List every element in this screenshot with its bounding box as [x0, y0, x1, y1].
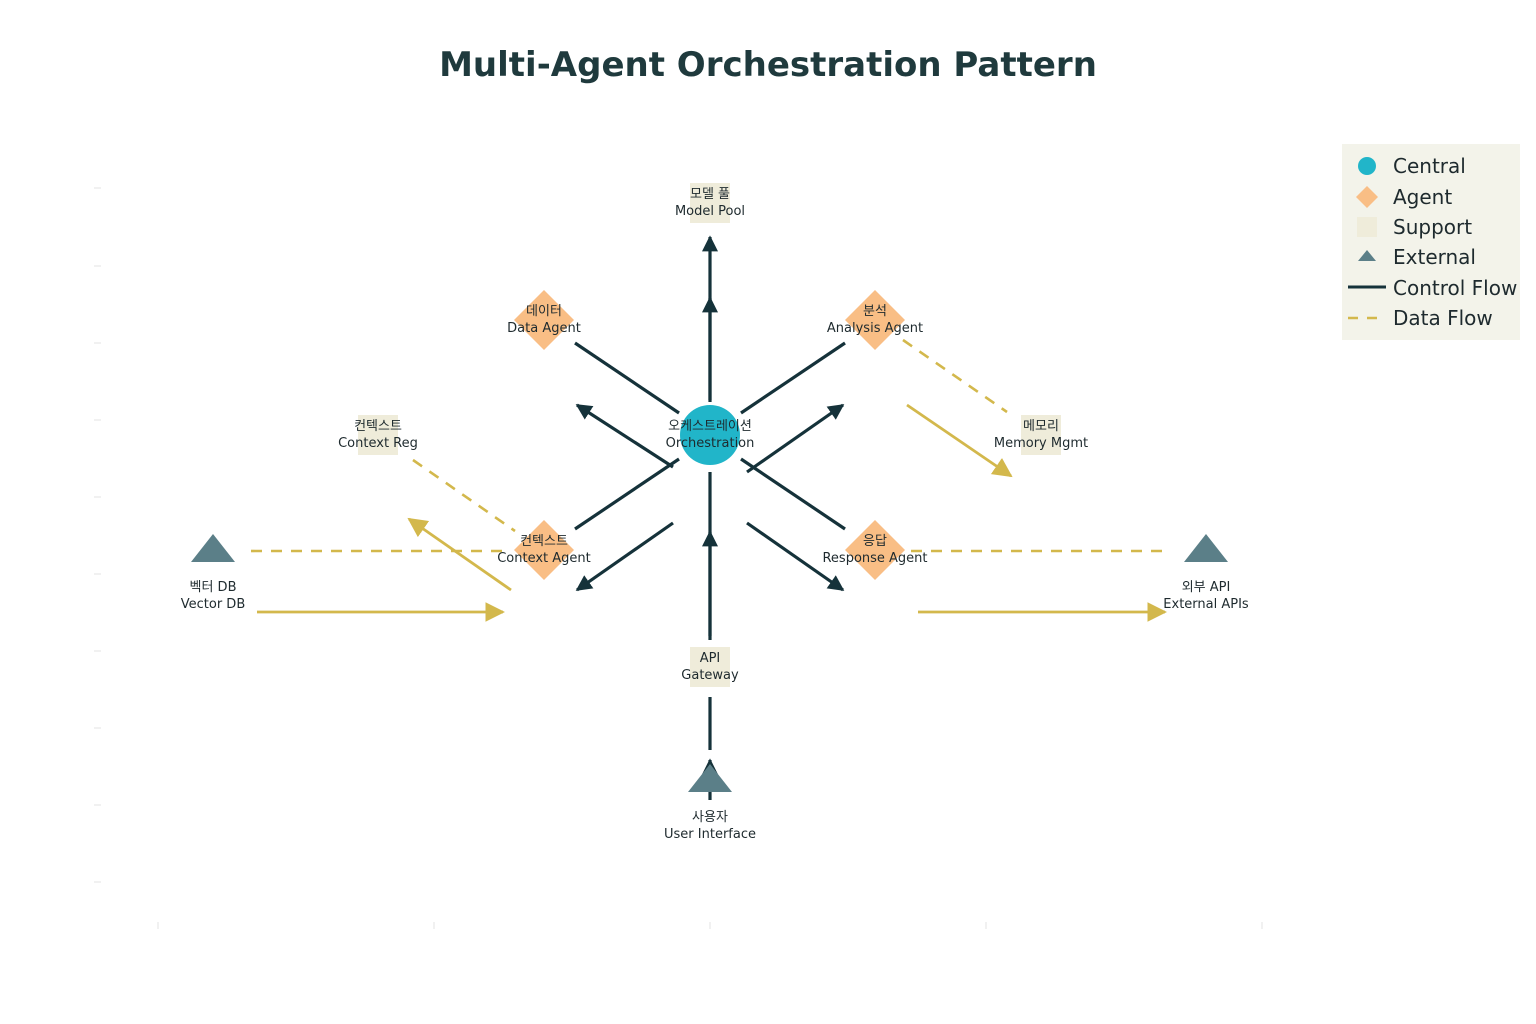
node-label-ko: 컨텍스트 — [354, 419, 402, 434]
node-api-gateway: API Gateway — [681, 647, 739, 687]
axis-ticks — [94, 187, 1263, 929]
central-marker — [680, 405, 740, 465]
external-marker — [1184, 534, 1228, 562]
node-label-ko: 분석 — [863, 304, 887, 319]
legend-label: Agent — [1393, 185, 1452, 209]
node-label-ko: API — [700, 651, 721, 666]
support-marker — [358, 415, 398, 455]
node-label-ko: 벡터 DB — [190, 580, 237, 595]
legend-external-symbol — [1358, 250, 1376, 261]
node-analysis: 분석 Analysis Agent — [827, 290, 923, 350]
agent-marker — [845, 520, 905, 580]
legend-item-support: Support — [1357, 215, 1472, 239]
control-flow-edge — [575, 403, 674, 469]
control-flow-edge — [574, 457, 680, 531]
node-label-ko: 오케스트레이션 — [668, 419, 752, 434]
node-context-reg: 컨텍스트 Context Reg — [338, 415, 418, 455]
legend-item-central: Central — [1358, 154, 1466, 178]
external-marker — [688, 764, 732, 792]
node-label-en: Gateway — [681, 668, 739, 683]
legend-central-symbol — [1358, 157, 1376, 175]
node-label-en: User Interface — [664, 827, 756, 842]
node-data-agent: 데이터 Data Agent — [507, 290, 581, 350]
node-label-en: Analysis Agent — [827, 321, 923, 336]
node-label-en: Data Agent — [507, 321, 581, 336]
agent-marker — [845, 290, 905, 350]
legend-label: Control Flow — [1393, 276, 1517, 300]
data-flow-edge — [906, 403, 1013, 478]
legend-label: Support — [1393, 215, 1472, 239]
node-label-ko: 사용자 — [692, 810, 728, 825]
node-label-en: Vector DB — [181, 597, 246, 612]
node-label-en: Context Agent — [497, 551, 591, 566]
node-label-en: Response Agent — [822, 551, 927, 566]
nodes-layer: 모델 풀 Model Pool 데이터 Data Agent 분석 Analysis Ag… — [181, 183, 1249, 842]
external-marker — [191, 534, 235, 562]
legend-item-external: External — [1358, 245, 1476, 269]
legend-box — [1342, 144, 1520, 340]
node-label-ko: 모델 풀 — [690, 187, 730, 202]
control-flow-edge — [746, 521, 845, 592]
node-memory: 메모리 Memory Mgmt — [994, 415, 1088, 455]
legend-label: Central — [1393, 154, 1466, 178]
node-response: 응답 Response Agent — [822, 520, 928, 580]
support-marker — [1021, 415, 1061, 455]
node-label-ko: 메모리 — [1023, 419, 1059, 434]
node-context-agent: 컨텍스트 Context Agent — [497, 520, 591, 580]
node-external-api: 외부 API External APIs — [1163, 534, 1249, 612]
data-flow-edge — [407, 517, 512, 592]
node-label-en: Orchestration — [666, 436, 755, 451]
edges-layer — [251, 235, 1167, 800]
node-vector-db: 벡터 DB Vector DB — [181, 534, 246, 612]
control-flow-edge — [740, 341, 846, 415]
legend-support-symbol — [1357, 217, 1377, 237]
legend-agent-symbol — [1356, 186, 1378, 208]
legend-item-data: Data Flow — [1348, 306, 1493, 330]
node-label-en: External APIs — [1163, 597, 1249, 612]
node-user: 사용자 User Interface — [664, 764, 756, 842]
node-label-ko: 컨텍스트 — [520, 534, 568, 549]
node-label-en: Model Pool — [675, 204, 745, 219]
node-label-en: Memory Mgmt — [994, 436, 1088, 451]
agent-marker — [514, 290, 574, 350]
control-flow-edge — [746, 403, 845, 474]
node-label-ko: 외부 API — [1182, 580, 1231, 595]
legend-label: External — [1393, 245, 1476, 269]
control-flow-edge — [740, 457, 846, 531]
legend-item-agent: Agent — [1356, 185, 1452, 209]
node-label-ko: 데이터 — [526, 304, 562, 319]
control-flow-edge — [574, 341, 680, 415]
control-flow-edge — [575, 521, 674, 592]
node-label-ko: 응답 — [863, 534, 887, 549]
agent-marker — [514, 520, 574, 580]
diagram-title: Multi-Agent Orchestration Pattern — [439, 45, 1097, 85]
data-flow-edge — [902, 338, 1008, 414]
legend-item-control: Control Flow — [1348, 276, 1517, 300]
node-model-pool: 모델 풀 Model Pool — [675, 183, 745, 223]
node-orchestration: 오케스트레이션 Orchestration — [666, 405, 755, 465]
node-label-en: Context Reg — [338, 436, 418, 451]
support-marker — [690, 647, 730, 687]
support-marker — [690, 183, 730, 223]
legend-label: Data Flow — [1393, 306, 1493, 330]
data-flow-edge — [412, 458, 516, 533]
